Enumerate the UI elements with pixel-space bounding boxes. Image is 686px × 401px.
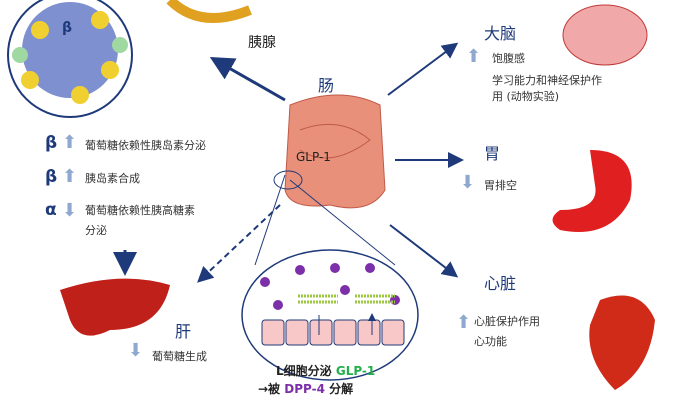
- zoom-source-circle: [273, 170, 303, 190]
- caption-line2: →被 DPP-4 分解: [258, 380, 353, 397]
- pancreatic-islet-illustration: [7, 0, 252, 118]
- effect-glucagon-secretion-cont: 分泌: [85, 224, 107, 237]
- effect-gastric-emptying: 胃排空: [484, 179, 517, 192]
- alpha-symbol: α: [45, 200, 57, 220]
- arrow-down-icon: ⬇: [128, 340, 144, 361]
- effect-gluconeogenesis: 葡萄糖生成: [152, 350, 207, 363]
- heart-illustration: [589, 295, 655, 390]
- arrow-up-icon: ⬆: [456, 312, 472, 333]
- effect-insulin-synthesis: 胰岛素合成: [85, 172, 140, 185]
- caption-secretion: L细胞分泌: [276, 364, 332, 378]
- intestine-illustration: [284, 94, 386, 209]
- effect-glucagon-secretion: 葡萄糖依赖性胰高糖素: [85, 204, 195, 217]
- heart-label: 心脏: [484, 274, 517, 293]
- arrow-down-icon: ⬇: [62, 200, 78, 221]
- brain-label: 大脑: [484, 24, 517, 43]
- beta-symbol: β: [45, 167, 58, 187]
- effect-neuroprotection: 学习能力和神经保护作: [492, 74, 602, 87]
- beta-symbol: β: [45, 133, 58, 153]
- effect-neuroprotection-cont: 用 (动物实验): [492, 90, 560, 103]
- caption-by: →被: [258, 382, 281, 396]
- caption-glp1: GLP-1: [335, 364, 376, 378]
- liver-label: 肝: [175, 322, 192, 341]
- pancreas-label: 胰腺: [248, 35, 276, 51]
- effect-insulin-secretion: 葡萄糖依赖性胰岛素分泌: [85, 139, 206, 152]
- effect-cardioprotection: 心脏保护作用: [474, 315, 540, 328]
- effect-satiety: 饱腹感: [492, 52, 525, 65]
- stomach-label: 胃: [484, 144, 501, 163]
- glp1-label: GLP-1: [296, 150, 331, 164]
- l-cell-zoom-circle: [241, 249, 419, 381]
- intestine-label: 肠: [318, 76, 335, 95]
- arrow-up-icon: ⬆: [466, 46, 482, 67]
- brain-illustration: [562, 4, 648, 66]
- caption-line1: L细胞分泌 GLP-1: [276, 362, 375, 379]
- caption-dpp4: DPP-4: [284, 382, 325, 396]
- arrow-down-icon: ⬇: [460, 172, 476, 193]
- l-cell-row: [261, 319, 405, 346]
- liver-illustration: [60, 278, 170, 336]
- stomach-illustration: [552, 150, 632, 232]
- caption-degraded: 分解: [329, 382, 354, 396]
- arrow-up-icon: ⬆: [62, 132, 78, 153]
- beta-cell-label: β: [62, 20, 73, 36]
- arrow-up-icon: ⬆: [62, 166, 78, 187]
- effect-cardiac-function: 心功能: [474, 335, 507, 348]
